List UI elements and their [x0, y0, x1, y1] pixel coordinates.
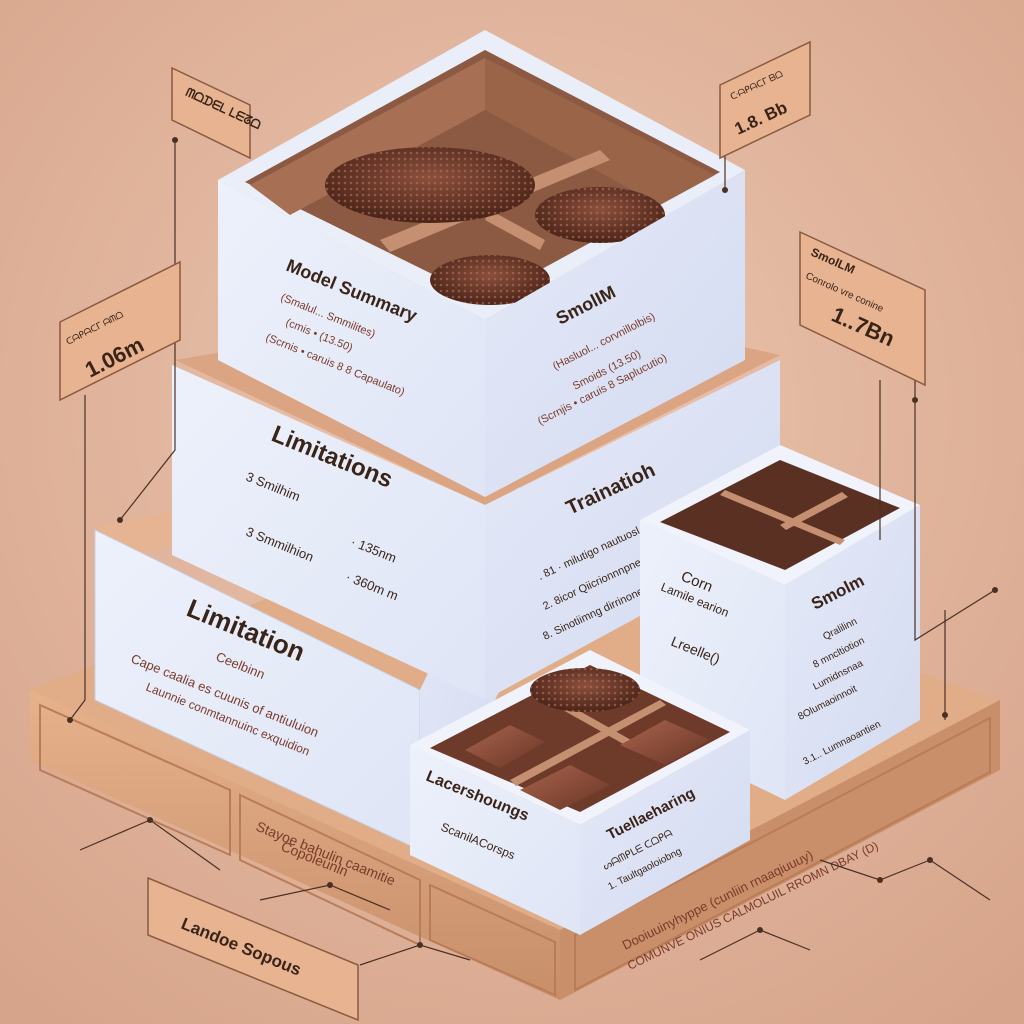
top-box [218, 30, 745, 497]
left-tag [59, 260, 181, 402]
top-left-tag [171, 66, 251, 160]
bottom-tag [147, 876, 359, 1022]
small-front-box [410, 650, 750, 935]
right-tag [799, 230, 926, 387]
top-right-tag [719, 40, 811, 160]
leader-dots [67, 137, 998, 948]
